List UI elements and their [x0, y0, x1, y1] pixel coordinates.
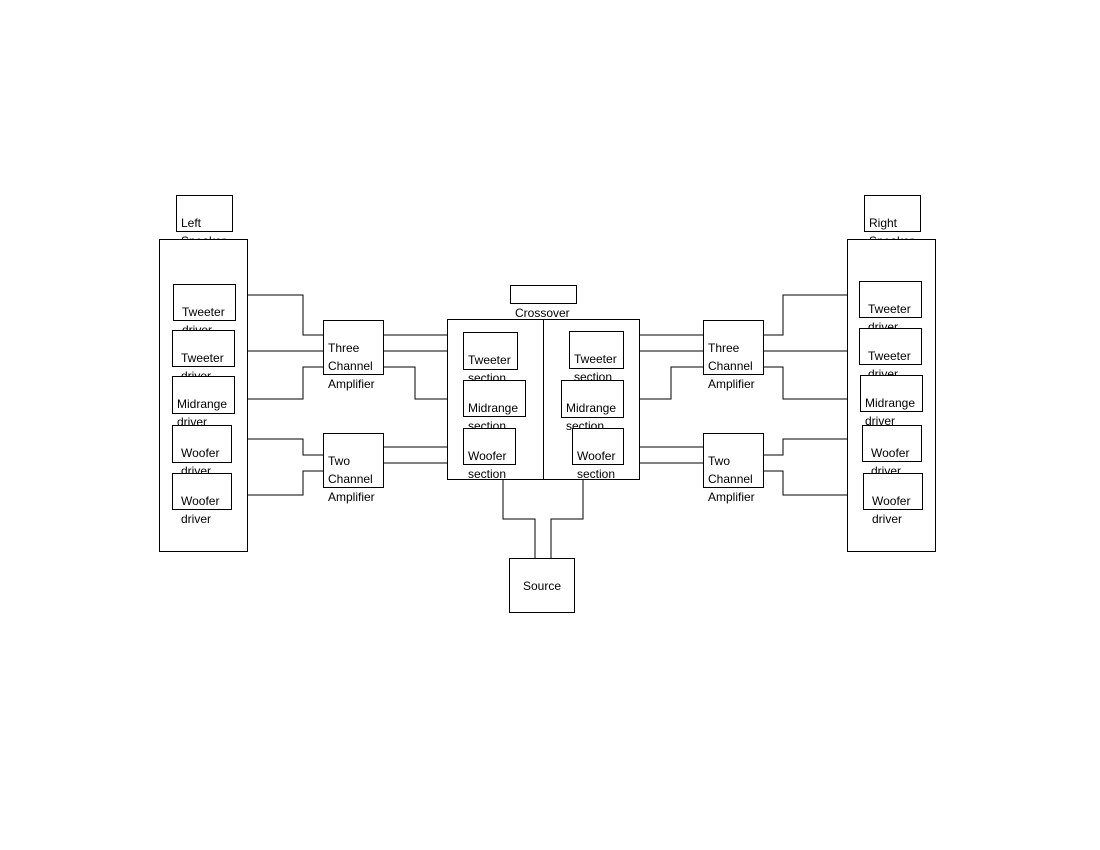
crossover-right-tweeter-section: Tweeter section	[569, 331, 624, 384]
right-woofer-driver-2: Woofer driver	[863, 473, 923, 526]
crossover-title: Crossover	[510, 285, 577, 320]
left-woofer-driver-2: Woofer driver	[172, 473, 232, 526]
left-tweeter-driver-2: Tweeter driver	[172, 330, 235, 383]
right-tweeter-driver-1: Tweeter driver	[859, 281, 922, 334]
crossover-left-woofer-section: Woofer section	[463, 428, 516, 481]
right-speaker-title: Right Speaker	[864, 195, 921, 248]
wire-left-woofer1	[247, 438, 323, 456]
source-label: Source	[522, 579, 562, 593]
left-three-channel-amplifier: Three Channel Amplifier	[323, 320, 384, 391]
right-tweeter-driver-2: Tweeter driver	[859, 328, 922, 381]
wire-left-amp3-mid2	[383, 366, 447, 400]
wire-right-woofer1	[763, 438, 847, 456]
wire-source-left	[502, 479, 536, 558]
crossover-right-midrange-section: Midrange section	[561, 380, 624, 433]
wire-left-tweeter1	[247, 294, 323, 336]
left-midrange-driver: Midrange driver	[172, 376, 235, 429]
wire-left-woofer2	[247, 470, 323, 496]
source-box: Source	[509, 558, 575, 613]
wire-right-amp3-mid2	[639, 366, 703, 400]
right-three-channel-amplifier: Three Channel Amplifier	[703, 320, 764, 391]
wire-right-midrange	[763, 366, 847, 400]
left-speaker-title: Left Speaker	[176, 195, 233, 248]
right-two-channel-amplifier: Two Channel Amplifier	[703, 433, 764, 504]
crossover-divider	[543, 319, 544, 480]
crossover-left-midrange-section: Midrange section	[463, 380, 526, 433]
right-woofer-driver-1: Woofer driver	[862, 425, 922, 478]
right-midrange-driver: Midrange driver	[860, 375, 923, 428]
crossover-right-woofer-section: Woofer section	[572, 428, 624, 481]
left-tweeter-driver-1: Tweeter driver	[173, 284, 236, 337]
wire-right-tweeter1	[763, 294, 847, 336]
wire-right-woofer2	[763, 470, 847, 496]
left-two-channel-amplifier: Two Channel Amplifier	[323, 433, 384, 504]
wire-left-midrange	[247, 366, 323, 400]
left-woofer-driver-1: Woofer driver	[172, 425, 232, 478]
wire-source-right	[550, 479, 584, 558]
crossover-left-tweeter-section: Tweeter section	[463, 332, 518, 385]
